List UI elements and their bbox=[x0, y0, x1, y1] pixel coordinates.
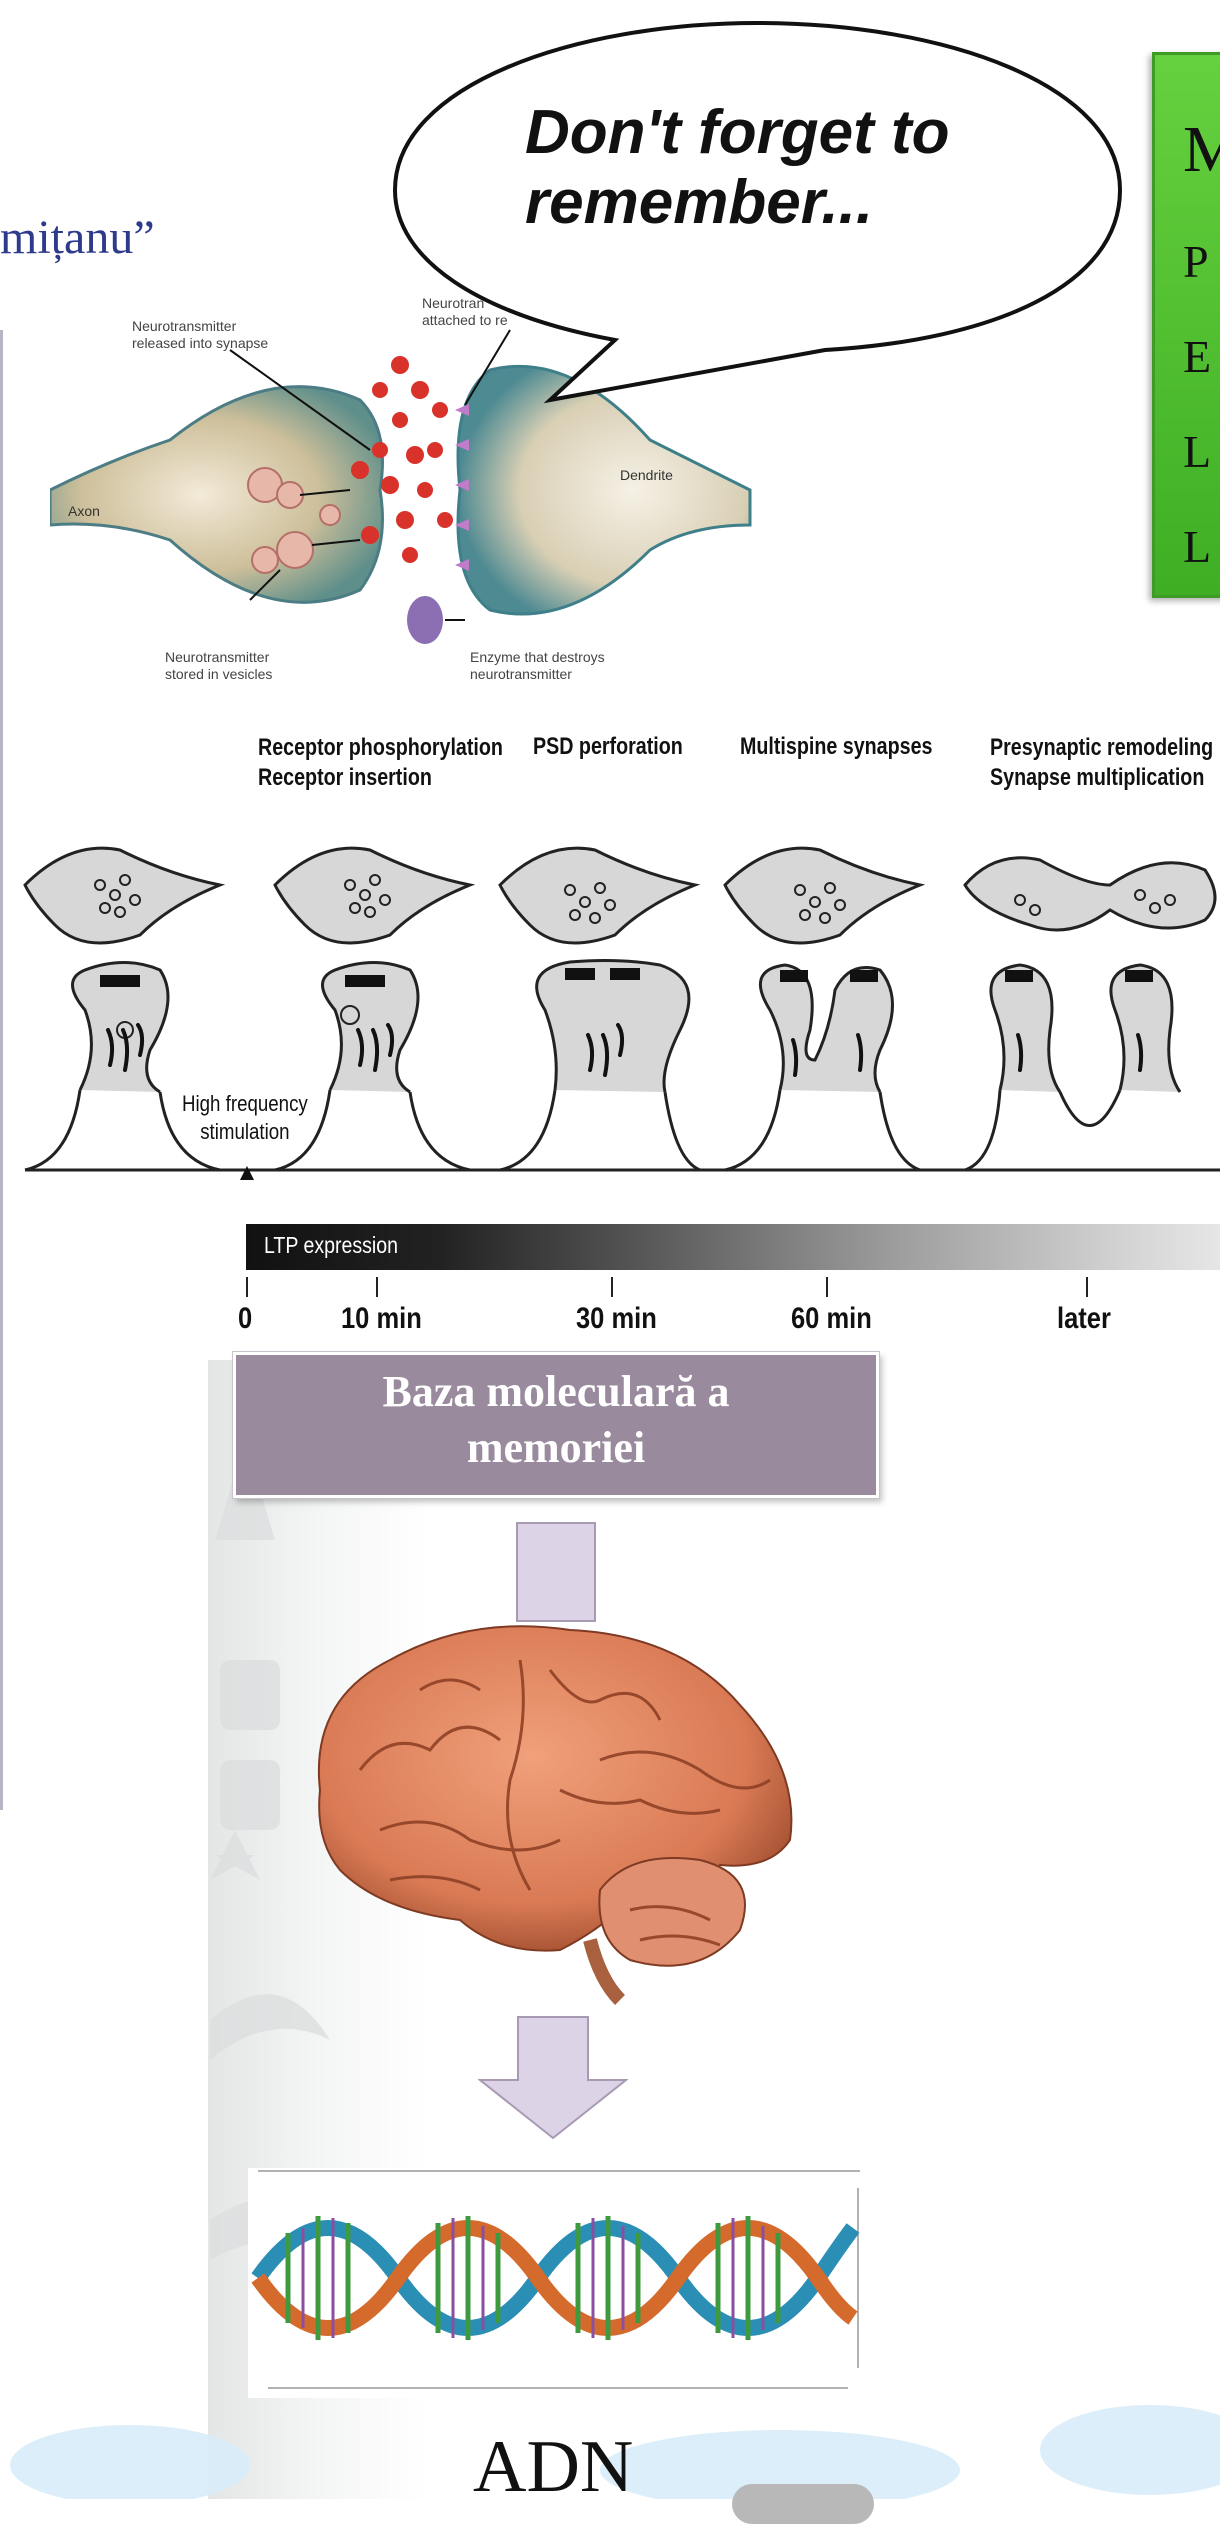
adn-label: ADN bbox=[473, 2430, 633, 2504]
label-released: Neurotransmitterreleased into synapse bbox=[132, 318, 268, 352]
tick-60min: 60 min bbox=[791, 1302, 872, 1336]
green-box-line-1: M bbox=[1183, 112, 1220, 188]
ltp-bar-label: LTP expression bbox=[264, 1232, 398, 1259]
stage-header-3: Multispine synapses bbox=[740, 733, 932, 761]
tick-10min: 10 min bbox=[341, 1302, 422, 1336]
green-box-line-4: L bbox=[1183, 425, 1211, 478]
bubble-line-1: Don't forget to bbox=[525, 98, 950, 168]
green-box-line-3: E bbox=[1183, 330, 1211, 383]
green-box-line-2: P bbox=[1183, 235, 1209, 288]
stimulation-label: High frequencystimulation bbox=[182, 1090, 308, 1146]
label-enzyme: Enzyme that destroysneurotransmitter bbox=[470, 649, 605, 683]
down-arrow-2 bbox=[478, 2015, 628, 2140]
bubble-line-2: remember... bbox=[525, 168, 950, 238]
time-axis-ticks bbox=[0, 1275, 1220, 1305]
down-arrow-1 bbox=[516, 1522, 596, 1622]
tick-later: later bbox=[1057, 1302, 1111, 1336]
green-box-line-5: L bbox=[1183, 520, 1211, 573]
bubble-text: Don't forget to remember... bbox=[525, 98, 950, 238]
svg-text:Dendrite: Dendrite bbox=[620, 467, 673, 483]
tick-30min: 30 min bbox=[576, 1302, 657, 1336]
stage-header-1: Receptor phosphorylationReceptor inserti… bbox=[258, 733, 503, 793]
brain-illustration bbox=[300, 1610, 820, 2010]
label-axon: Axon bbox=[68, 503, 100, 519]
label-stored: Neurotransmitterstored in vesicles bbox=[165, 649, 272, 683]
tick-0: 0 bbox=[238, 1302, 252, 1336]
stage-header-4: Presynaptic remodelingSynapse multiplica… bbox=[990, 733, 1213, 793]
grey-rounded-box bbox=[732, 2484, 874, 2524]
dna-illustration bbox=[248, 2168, 870, 2398]
author-title-fragment: mițanu” bbox=[0, 210, 155, 265]
molecular-basis-title: Baza moleculară a memoriei bbox=[236, 1364, 876, 1476]
stage-header-2: PSD perforation bbox=[533, 733, 683, 761]
